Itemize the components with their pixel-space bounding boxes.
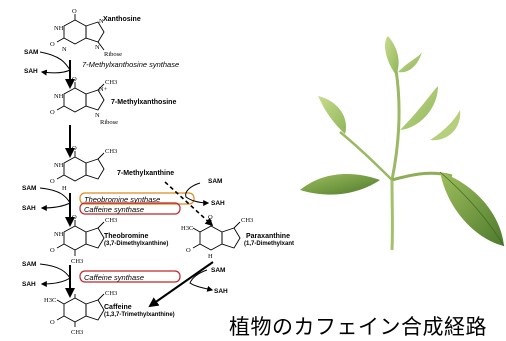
enzyme-caffeine-synthase-1: Caffeine synthase [84, 205, 144, 214]
paraxanthine-label: Paraxanthine [246, 233, 290, 240]
atom-h: H [208, 253, 213, 260]
theobromine-label: Theobromine [104, 233, 148, 240]
atom-o: O [72, 214, 77, 221]
enzyme-theobromine-synthase: Theobromine synthase [84, 195, 160, 204]
enzyme-caffeine-synthase-2: Caffeine synthase [84, 273, 144, 282]
sah-label: SAH [211, 200, 225, 207]
atom-ch3: CH3 [105, 79, 117, 86]
caffeine-label: Caffeine [104, 304, 132, 311]
sam-label: SAM [211, 267, 225, 274]
xanthosine-label: Xanthosine [103, 16, 141, 23]
atom-o: O [208, 214, 213, 221]
atom-o: O [50, 247, 55, 254]
atom-ch3: CH3 [71, 258, 83, 265]
caffeine-sub-label: (1,3,7-Trimethylxanthine) [104, 312, 175, 318]
atom-nh: NH [54, 162, 64, 169]
sam-sah-curve-3 [185, 182, 210, 206]
atom-o: O [72, 76, 77, 83]
sam-label: SAM [22, 261, 36, 268]
sam-label: SAM [24, 49, 38, 56]
caffeine-synthase-box-2 [79, 270, 181, 283]
atom-n: N [95, 112, 100, 119]
atom-o: O [50, 178, 55, 185]
atom-nh: NH [54, 25, 64, 32]
sam-sah-curve-4 [39, 263, 71, 287]
atom-o: O [72, 8, 77, 15]
atom-o: O [186, 247, 191, 254]
sam-sah-curve-1 [39, 51, 71, 76]
sah-label: SAH [214, 288, 228, 295]
sam-sah-curve-5 [189, 269, 214, 292]
caption: 植物のカフェイン合成経路 [229, 315, 487, 339]
sam-sah-curve-2 [39, 187, 71, 211]
atom-h3c: H3C [44, 297, 56, 304]
atom-h: H [62, 185, 67, 192]
atom-ch3: CH3 [105, 290, 117, 297]
atom-ch3: CH3 [105, 217, 117, 224]
sah-label: SAH [22, 281, 36, 288]
atom-ch3: CH3 [241, 217, 253, 224]
atom-ribose: Ribose [100, 119, 118, 126]
xanthosine-structure: O NH O N N N Ribose Xanthosine [50, 8, 141, 58]
sah-label: SAH [22, 205, 36, 212]
atom-n: N [95, 44, 100, 51]
atom-o: O [72, 145, 77, 152]
sam-label: SAM [208, 178, 222, 185]
methylxanthosine-label: 7-Methylxanthosine [111, 99, 176, 106]
atom-n: N [99, 18, 104, 25]
atom-n: N [62, 46, 67, 53]
branch-arrow-paraxanthine [164, 181, 214, 227]
methylxanthine-structure: O CH3 NH O H 7-Methylxanthine [50, 145, 174, 192]
atom-h3c: H3C [181, 225, 193, 232]
caffeine-synthase-box-1 [79, 202, 181, 215]
tea-plant-photo [294, 30, 506, 266]
atom-nplus: N+ [99, 86, 108, 93]
caffeine-structure: CH3 H3C O CH3 Caffeine (1,3,7-Trimethylx… [44, 290, 175, 336]
paraxanthine-structure: O CH3 H3C O H Paraxanthine (1,7-Dimethyl… [181, 214, 308, 260]
theobromine-structure: O CH3 NH O CH3 Theobromine (3,7-Dimethyl… [50, 214, 168, 265]
paraxanthine-sub-label: (1,7-Dimethylxanthine) [244, 241, 308, 247]
atom-o: O [50, 41, 55, 48]
atom-ch3: CH3 [71, 329, 83, 336]
atom-ch3: CH3 [105, 148, 117, 155]
atom-o: O [50, 319, 55, 326]
enzyme-methylxanthosine-synthase: 7-Methylxanthosine synthase [82, 60, 179, 69]
methylxanthosine-structure: O CH3 NH N+ O N Ribose 7-Methylxanthosin… [50, 76, 176, 126]
atom-nh: NH [54, 93, 64, 100]
reaction-arrow-5 [148, 261, 214, 308]
atom-nh: NH [54, 231, 64, 238]
atom-ribose: Ribose [104, 51, 122, 58]
sah-label: SAH [24, 68, 38, 75]
atom-o: O [50, 109, 55, 116]
sam-label: SAM [22, 185, 36, 192]
methylxanthine-label: 7-Methylxanthine [117, 170, 174, 177]
theobromine-sub-label: (3,7-Dimethylxanthine) [104, 241, 168, 247]
theobromine-synthase-box [79, 192, 195, 205]
